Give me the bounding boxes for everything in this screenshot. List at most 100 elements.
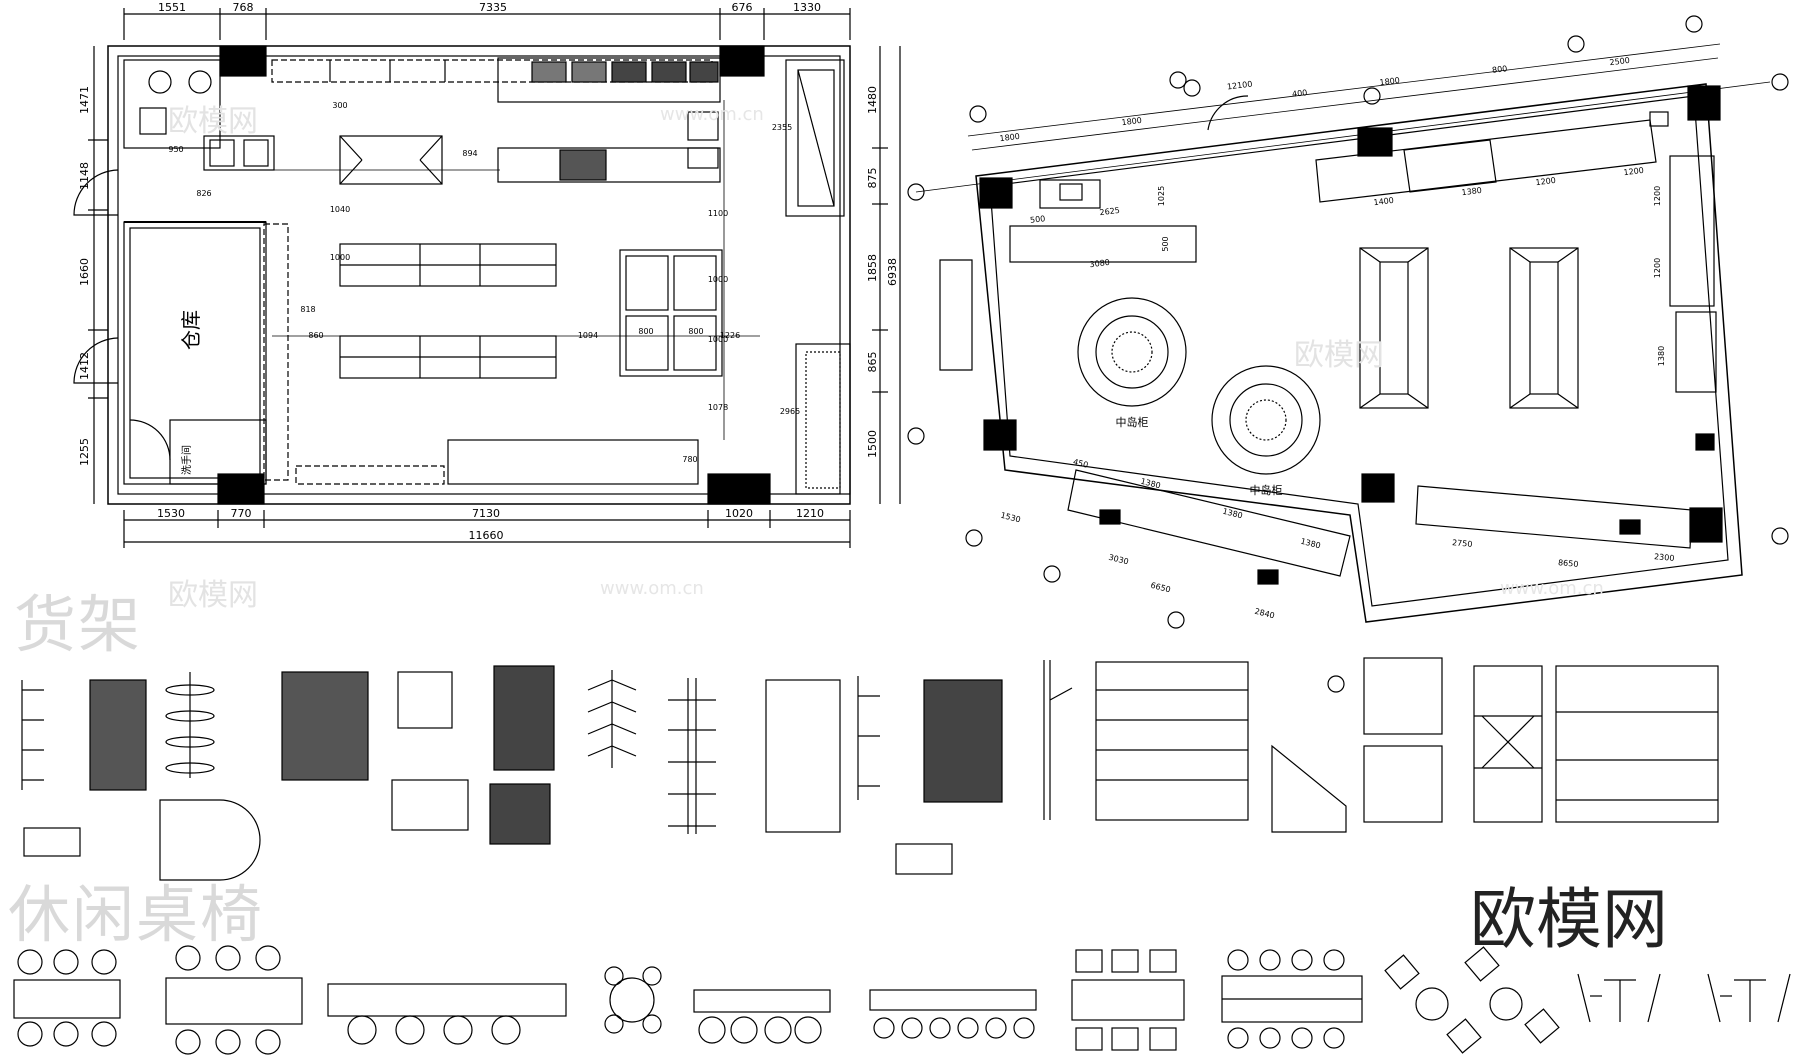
dimension-label: 11660 [469,529,504,542]
dimension-label: 1200 [1623,166,1644,177]
dimension-label: 1800 [1121,116,1142,127]
dimension-label: 1330 [793,1,821,14]
clothing-rack-small [895,843,953,875]
produce-rack-top [1363,657,1443,735]
round-tier-rack [165,672,215,778]
wall-bracket-shelf [21,680,44,790]
dimension-label: 12100 [1227,80,1253,92]
dimension-label: 1040 [330,205,350,214]
dimension-label: 1025 [1157,186,1166,206]
dimension-label: 500 [1030,214,1046,225]
dimension-label: 768 [233,1,254,14]
dimension-label: 1380 [1222,507,1244,521]
section-title-leisure: 休闲桌椅 [8,878,265,951]
watermark-1: 欧模网 [168,104,258,139]
slatwall-lines [1096,689,1248,781]
dimension-label: 770 [231,507,252,520]
slanted-display [1271,744,1347,833]
dimension-label: 800 [688,327,703,336]
dimension-label: 1000 [708,275,728,284]
dimension-label: 800 [1492,64,1508,75]
wall-side-rack [1043,660,1073,820]
dimension-label: 1200 [1535,176,1556,187]
dimension-label: 860 [308,331,323,340]
pegboard-wall [923,679,1003,803]
slatwall-panel [1095,661,1249,821]
dimension-label: 865 [866,352,879,373]
dimension-label: 1380 [1657,346,1666,366]
dimension-label: 6938 [886,258,899,286]
dimension-label: 1551 [158,1,186,14]
dimension-label: 3030 [1108,553,1130,567]
dimension-label: 950 [168,145,183,154]
dimension-label: 2625 [1099,206,1120,217]
dimension-label: 300 [332,101,347,110]
dimension-label: 1400 [1373,196,1394,207]
dimension-label: 1020 [725,507,753,520]
side-wall-shelf [857,676,880,800]
six-seat-dining-set [13,949,121,1047]
dimension-label: 450 [1072,457,1089,469]
dimension-label: 1471 [78,86,91,114]
dimension-label: 2355 [772,123,792,132]
room-label-washroom: 洗手间 [180,445,193,475]
dimension-label: 780 [682,455,697,464]
dimension-label: 676 [732,1,753,14]
dimension-label: 1210 [796,507,824,520]
dimension-label: 8650 [1558,558,1579,569]
dimension-label: 1530 [157,507,185,520]
counter-four-stools [693,989,831,1044]
section-title-shelves: 货架 [14,588,143,661]
dimension-label: 1200 [1653,186,1662,206]
produce-rack-bottom [1363,745,1443,823]
lounge-round-tables [1384,946,1560,1054]
floor-plan-right [907,15,1789,693]
pegboard-shelf [89,679,147,791]
watermark-url-2: www.om.cn [600,578,704,599]
wide-storage-rack [1555,665,1719,823]
tree-rack [587,670,637,768]
dimension-label: 1380 [1300,537,1322,551]
dimension-label: 1000 [330,253,350,262]
dimension-label: 1148 [78,162,91,190]
dimension-label: 1380 [1461,186,1482,197]
bistro-table-chairs [1577,973,1791,1023]
shelf-symbols [21,657,1719,881]
room-label-warehouse: 仓库 [179,310,203,350]
watermark-3: 欧模网 [1294,338,1384,373]
dimension-label: 500 [1161,236,1170,251]
dining-table-six [1071,949,1185,1051]
curved-counter [159,799,261,881]
chest-freezer [391,779,469,831]
tall-shelf-unit [765,679,841,833]
dimension-label: 800 [638,327,653,336]
dimension-label: 1660 [78,258,91,286]
table-chair-symbols [13,945,1791,1055]
island-label: 中岛柜 [1116,415,1149,429]
dimension-label: 2300 [1654,552,1675,563]
cashier-counter [23,827,81,857]
watermark-url-1: www.om.cn [660,104,764,125]
dimension-label: 7335 [479,1,507,14]
watermark-2: 欧模网 [168,578,258,613]
dimension-label: 894 [462,149,477,158]
dimension-label: 1000 [708,335,728,344]
dimension-label: 1800 [1379,76,1400,87]
dimension-label: 6650 [1150,581,1172,595]
watermark-url-3: www.om.cn [1500,578,1604,599]
dimension-label: 1500 [866,430,879,458]
dimension-label: 3080 [1089,258,1110,269]
gondola-front [281,671,369,781]
dimension-label: 1200 [1653,258,1662,278]
beverage-cooler [493,665,555,771]
conference-table-eight [1221,949,1363,1049]
cooler-box [397,671,453,729]
dimension-label: 818 [300,305,315,314]
dimension-label: 1800 [999,132,1020,143]
dimension-label: 1412 [78,352,91,380]
dimension-label: 1226 [720,331,740,340]
dimension-label: 1094 [578,331,598,340]
